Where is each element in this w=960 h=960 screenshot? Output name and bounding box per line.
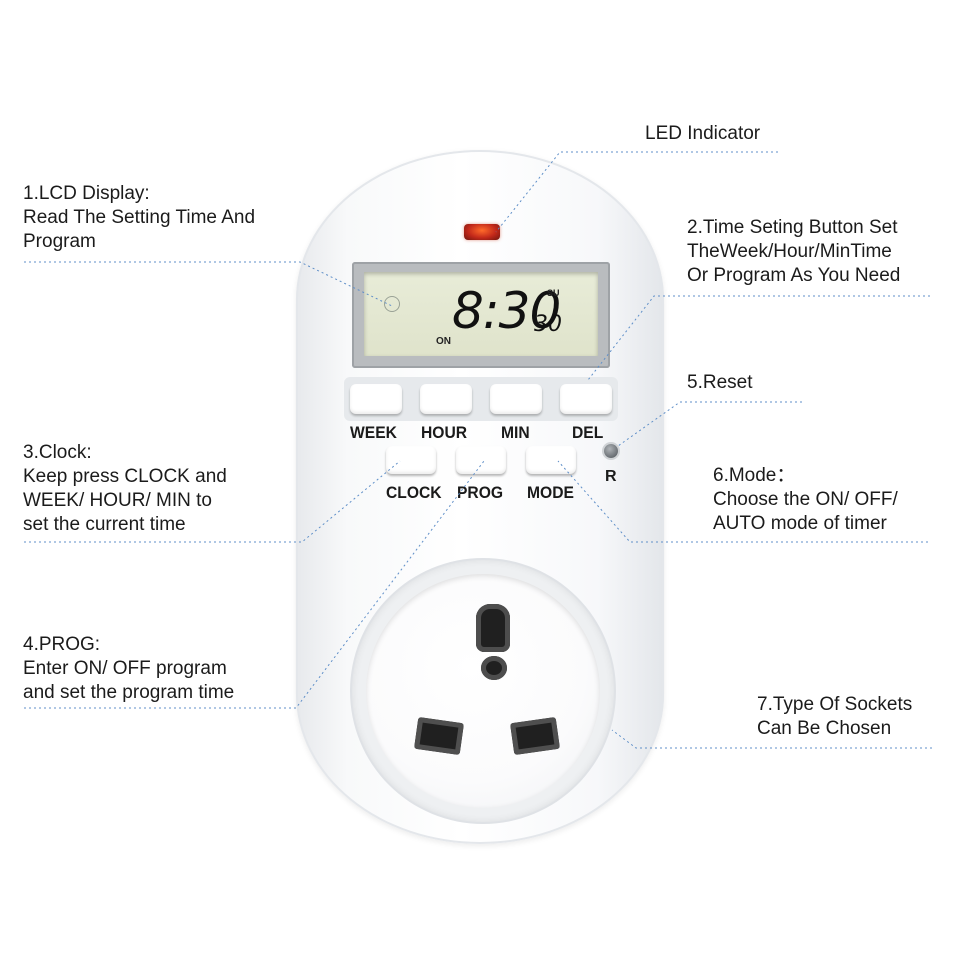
- lcd-on-state: ON: [436, 336, 451, 347]
- min-label: MIN: [501, 423, 530, 442]
- del-button[interactable]: [560, 384, 612, 414]
- week-button[interactable]: [350, 384, 402, 414]
- callout-led-indicator: LED Indicator: [645, 123, 761, 144]
- universal-socket: [352, 560, 614, 822]
- callout-time-setting-buttons: 2.Time Seting Button Set TheWeek/Hour/Mi…: [687, 217, 901, 286]
- live-pin-slot-icon: [413, 716, 465, 756]
- callout-reset: 5.Reset: [687, 372, 753, 393]
- socket-face: [366, 574, 600, 808]
- lcd-screen: 8:30 30 SU ON: [364, 272, 598, 356]
- min-button[interactable]: [490, 384, 542, 414]
- clock-button[interactable]: [386, 446, 436, 474]
- lcd-circle-icon: [384, 296, 400, 312]
- hour-button[interactable]: [420, 384, 472, 414]
- prog-label: PROG: [457, 483, 504, 502]
- time-setting-button-panel: [344, 377, 618, 421]
- reset-button[interactable]: [604, 444, 618, 458]
- clock-label: CLOCK: [386, 483, 442, 502]
- earth-pin-round-slot-icon: [481, 656, 507, 680]
- week-label: WEEK: [350, 423, 397, 442]
- reset-label: R: [605, 468, 617, 485]
- callout-mode: 6.Mode： Choose the ON/ OFF/ AUTO mode of…: [713, 465, 898, 534]
- prog-button[interactable]: [456, 446, 506, 474]
- mode-label: MODE: [527, 483, 574, 502]
- neutral-pin-slot-icon: [509, 716, 561, 756]
- lcd-time: 8:30: [452, 282, 561, 340]
- lcd-seconds: 30: [534, 312, 562, 337]
- callout-socket-type: 7.Type Of Sockets Can Be Chosen: [757, 694, 913, 739]
- led-indicator: [464, 224, 500, 240]
- lcd-display: 8:30 30 SU ON: [352, 262, 610, 368]
- callout-clock: 3.Clock: Keep press CLOCK and WEEK/ HOUR…: [23, 442, 227, 535]
- earth-pin-slot-icon: [476, 604, 510, 652]
- hour-label: HOUR: [421, 423, 468, 442]
- callout-lcd-display: 1.LCD Display: Read The Setting Time And…: [23, 183, 256, 252]
- callout-prog: 4.PROG: Enter ON/ OFF program and set th…: [23, 634, 235, 703]
- lcd-day: SU: [547, 288, 560, 298]
- mode-button[interactable]: [526, 446, 576, 474]
- del-label: DEL: [572, 423, 604, 442]
